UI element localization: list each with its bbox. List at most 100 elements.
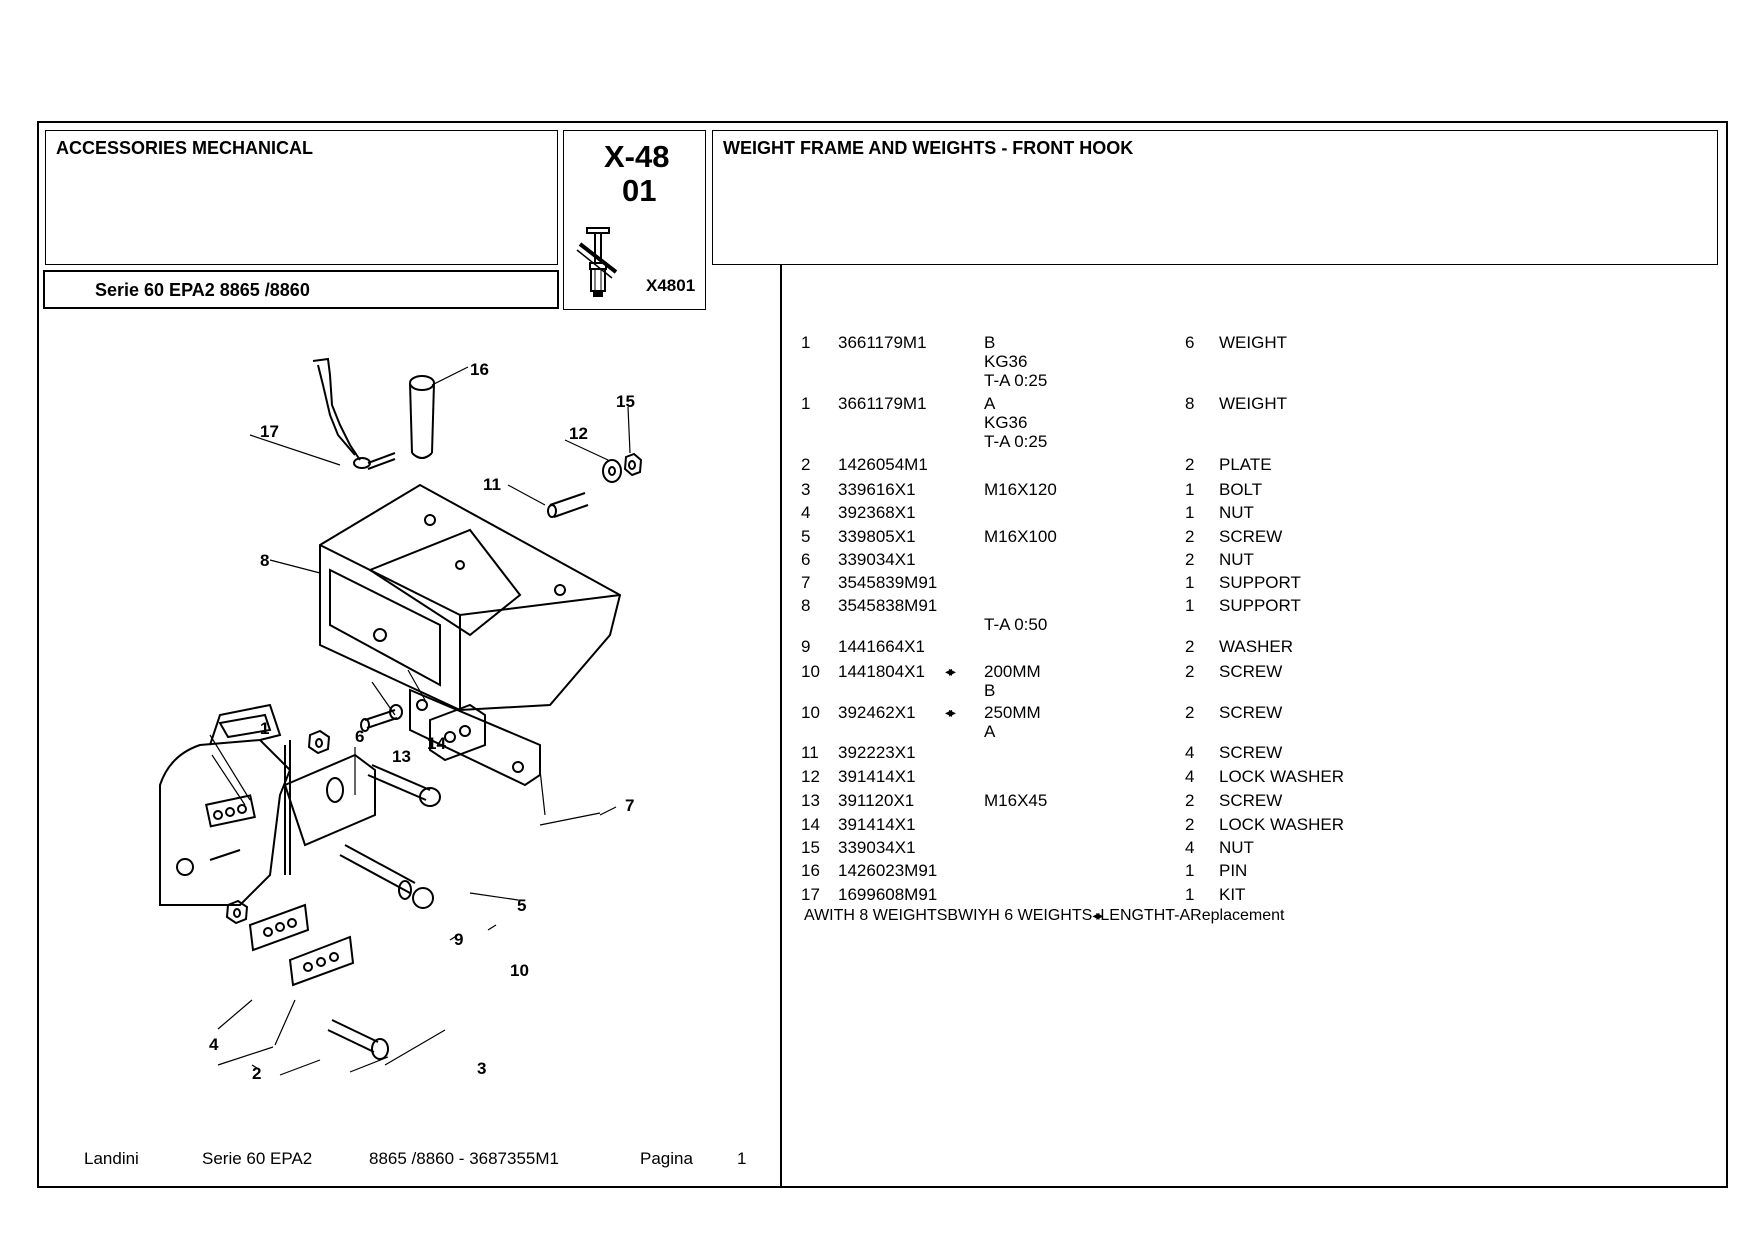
part-note: T-A 0:25 <box>984 432 1048 451</box>
part-quantity: 1 <box>1185 480 1195 499</box>
pin-drawing <box>409 375 435 459</box>
code-line2: 01 <box>622 173 657 208</box>
code-box: X-48 01 X4801 <box>563 130 706 310</box>
part-description: NUT <box>1219 838 1254 857</box>
part-description: LOCK WASHER <box>1219 767 1345 786</box>
part-quantity: 6 <box>1185 333 1195 352</box>
callout-16: 16 <box>470 360 489 379</box>
part-index: 3 <box>801 480 811 499</box>
legend-key: T-A <box>1165 907 1191 924</box>
part-quantity: 1 <box>1185 885 1195 904</box>
length-arrow-icon: ◂▸ <box>945 663 956 679</box>
part-index: 6 <box>801 550 811 569</box>
support-frame-drawing <box>319 483 622 712</box>
part-quantity: 8 <box>1185 394 1195 413</box>
legend-key: ◂▸ <box>1092 907 1103 923</box>
part-quantity: 4 <box>1185 838 1195 857</box>
legend-text: Replacement <box>1190 907 1285 924</box>
screw-10-drawing <box>339 844 434 909</box>
part-index: 1 <box>801 394 811 413</box>
part-number: 3661179M1 <box>838 333 927 352</box>
callout-5: 5 <box>517 896 526 915</box>
part-note: A <box>984 394 996 413</box>
part-index: 14 <box>801 815 820 834</box>
section-title: ACCESSORIES MECHANICAL <box>56 138 314 158</box>
part-number: 392223X1 <box>838 743 916 762</box>
part-number: 3545838M91 <box>838 596 938 615</box>
nut-4-drawing <box>225 899 249 925</box>
legend-text: WIYH 6 WEIGHTS <box>958 907 1093 924</box>
footer-series: Serie 60 EPA2 <box>202 1149 313 1168</box>
part-note: B <box>984 333 996 352</box>
part-description: KIT <box>1219 885 1246 904</box>
kit-drawing <box>312 357 396 470</box>
part-description: SCREW <box>1219 527 1283 546</box>
exploded-diagram: 1 2 3 4 5 6 7 8 9 10 11 12 13 14 15 16 1… <box>159 357 643 1083</box>
support-7-drawing <box>409 688 541 787</box>
part-quantity: 4 <box>1185 767 1195 786</box>
part-quantity: 2 <box>1185 791 1195 810</box>
part-number: 3661179M1 <box>838 394 927 413</box>
part-description: LOCK WASHER <box>1219 815 1345 834</box>
legend: AWITH 8 WEIGHTSBWIYH 6 WEIGHTS◂▸LENGTHT-… <box>804 907 1404 1027</box>
part-description: SCREW <box>1219 743 1283 762</box>
callout-17: 17 <box>260 422 279 441</box>
part-number: 391120X1 <box>838 791 915 810</box>
part-index: 15 <box>801 838 820 857</box>
part-index: 11 <box>801 743 819 762</box>
part-quantity: 2 <box>1185 815 1195 834</box>
part-index: 10 <box>801 703 820 722</box>
section-box: ACCESSORIES MECHANICAL <box>45 130 558 265</box>
part-index: 13 <box>801 791 820 810</box>
part-note: M16X120 <box>984 480 1057 499</box>
callout-labels: 1 2 3 4 5 6 7 8 9 10 11 12 13 14 15 16 1… <box>209 360 635 1083</box>
callout-8: 8 <box>260 551 269 570</box>
pin-thumbnail-icon <box>576 227 618 297</box>
part-description: SUPPORT <box>1219 573 1301 592</box>
footer-brand: Landini <box>84 1149 139 1168</box>
part-note: B <box>984 681 996 700</box>
part-description: WEIGHT <box>1219 394 1287 413</box>
callout-10: 10 <box>510 961 529 980</box>
part-quantity: 2 <box>1185 637 1195 656</box>
callout-11: 11 <box>483 475 501 494</box>
part-description: PLATE <box>1219 455 1272 474</box>
part-index: 8 <box>801 596 811 615</box>
part-number: 339616X1 <box>838 480 916 499</box>
part-description: SUPPORT <box>1219 596 1301 615</box>
callout-14: 14 <box>427 734 446 753</box>
part-description: SCREW <box>1219 791 1283 810</box>
part-quantity: 2 <box>1185 703 1195 722</box>
part-note: KG36 <box>984 413 1028 432</box>
part-description: NUT <box>1219 503 1254 522</box>
length-arrow-icon: ◂▸ <box>945 704 956 720</box>
nut-6-drawing <box>307 729 331 755</box>
part-note: A <box>984 722 996 741</box>
part-index: 12 <box>801 767 820 786</box>
plates-drawing <box>248 903 355 987</box>
divider-line <box>780 265 782 1188</box>
part-number: 391414X1 <box>838 767 916 786</box>
footer-page-label: Pagina <box>640 1149 693 1168</box>
code-line1: X-48 <box>604 139 670 174</box>
part-description: SCREW <box>1219 703 1283 722</box>
part-index: 5 <box>801 527 811 546</box>
part-note: T-A 0:25 <box>984 371 1048 390</box>
callout-9: 9 <box>454 930 463 949</box>
callout-4: 4 <box>209 1035 219 1054</box>
callout-12: 12 <box>569 424 588 443</box>
part-description: BOLT <box>1219 480 1263 499</box>
screw-13-drawing <box>360 704 403 732</box>
weight-drawing <box>159 703 376 906</box>
part-number: 339034X1 <box>838 550 916 569</box>
callout-15: 15 <box>616 392 635 411</box>
part-quantity: 2 <box>1185 455 1195 474</box>
footer-model-code: 8865 /8860 - 3687355M1 <box>369 1149 559 1168</box>
part-index: 17 <box>801 885 820 904</box>
part-number: 391414X1 <box>838 815 916 834</box>
part-index: 16 <box>801 861 820 880</box>
ref-code: X4801 <box>646 276 696 295</box>
part-index: 2 <box>801 455 811 474</box>
legend-key: A <box>804 907 815 924</box>
part-note: KG36 <box>984 352 1028 371</box>
